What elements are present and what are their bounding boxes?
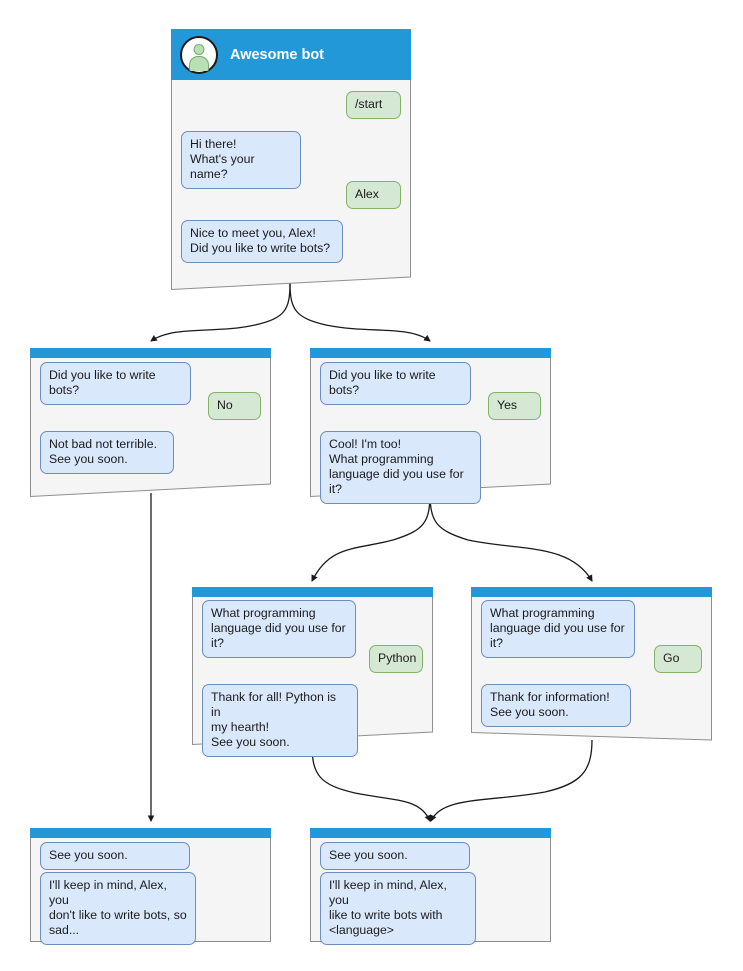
message-bot: What programming language did you use fo… [481, 600, 635, 658]
message-bot: What programming language did you use fo… [202, 600, 356, 658]
chat-node-end-sad[interactable]: See you soon. I'll keep in mind, Alex, y… [30, 828, 271, 945]
chat-node-answer-python[interactable]: What programming language did you use fo… [192, 587, 433, 757]
chat-header-bar [30, 828, 271, 838]
connector-start-to-no [150, 282, 291, 342]
chat-header-bar [192, 587, 433, 597]
connector-go-to-end-happy [430, 739, 593, 822]
chat-header-bar [30, 348, 271, 358]
message-bot: See you soon. [40, 842, 190, 870]
message-user: Yes [488, 392, 541, 420]
connector-yes-to-python [311, 491, 431, 582]
chat-node-end-happy[interactable]: See you soon. I'll keep in mind, Alex, y… [310, 828, 551, 945]
message-bot: See you soon. [320, 842, 470, 870]
message-user: Python [369, 645, 423, 673]
chat-header-start: Awesome bot [171, 29, 411, 80]
connector-start-to-yes [289, 282, 431, 342]
message-bot: Hi there! What's your name? [181, 131, 301, 189]
chat-header-bar [310, 348, 551, 358]
bot-avatar-icon [180, 35, 218, 74]
message-bot: Nice to meet you, Alex! Did you like to … [181, 220, 343, 263]
chat-node-start[interactable]: Awesome bot /start Hi there! What's your… [171, 29, 411, 290]
message-user: Go [654, 645, 702, 673]
message-bot: Thank for information! See you soon. [481, 684, 631, 727]
chat-header-bar [310, 828, 551, 838]
chat-node-answer-no[interactable]: Did you like to write bots? No Not bad n… [30, 348, 271, 497]
chat-node-answer-go[interactable]: What programming language did you use fo… [471, 587, 712, 745]
message-bot: Cool! I'm too! What programming language… [320, 431, 481, 504]
connector-yes-to-go [429, 491, 593, 582]
message-bot: I'll keep in mind, Alex, you don't like … [40, 872, 196, 945]
message-bot: Did you like to write bots? [320, 362, 471, 405]
chat-header-bar [471, 587, 712, 597]
message-user: /start [346, 91, 401, 119]
message-bot: Thank for all! Python is in my hearth! S… [202, 684, 358, 757]
message-user: Alex [346, 181, 401, 209]
message-bot: Did you like to write bots? [40, 362, 191, 405]
message-user: No [208, 392, 261, 420]
chat-node-answer-yes[interactable]: Did you like to write bots? Yes Cool! I'… [310, 348, 551, 504]
message-bot: Not bad not terrible. See you soon. [40, 431, 174, 474]
message-bot: I'll keep in mind, Alex, you like to wri… [320, 872, 476, 945]
bot-title: Awesome bot [230, 46, 325, 63]
